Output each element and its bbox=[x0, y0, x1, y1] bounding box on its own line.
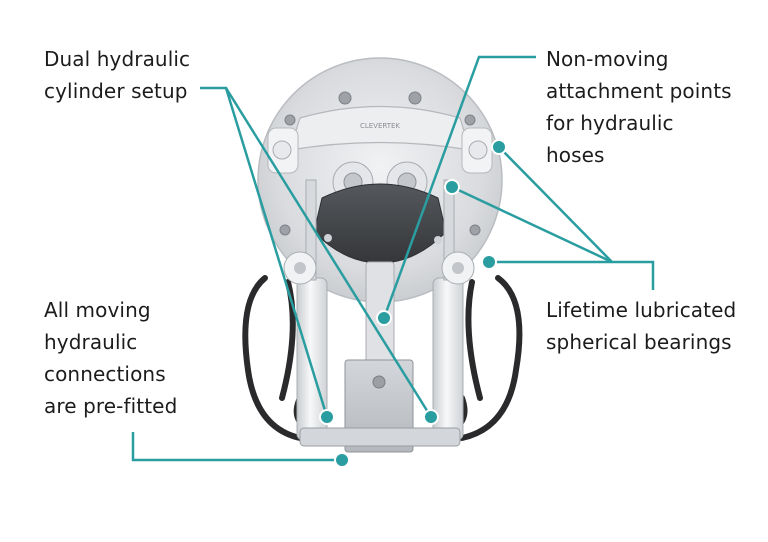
label-non-moving-attachment-points: Non-moving attachment points for hydraul… bbox=[546, 47, 732, 167]
manifold-bar bbox=[299, 427, 461, 447]
callout-dot-connections bbox=[334, 452, 350, 468]
label-all-moving-connections: All moving hydraulic connections are pre… bbox=[44, 298, 178, 418]
spherical-bearings bbox=[272, 140, 488, 285]
jaw-bolt-right bbox=[434, 236, 442, 244]
callout-line-lifetime-b bbox=[451, 185, 613, 264]
valve-port bbox=[372, 375, 386, 389]
jaw-bolt-left bbox=[324, 234, 332, 242]
label-dual-hydraulic-cylinder: Dual hydraulic cylinder setup bbox=[44, 47, 191, 103]
callout-dot-left-cylinder bbox=[319, 409, 335, 425]
callout-line-dual-b bbox=[224, 87, 433, 418]
callout-dots bbox=[319, 139, 507, 468]
callout-dot-bearing-top bbox=[491, 139, 507, 155]
gripper-jaw bbox=[313, 183, 447, 263]
brand-mark: CLEVERTEK bbox=[360, 122, 400, 130]
callout-line-lifetime bbox=[498, 146, 655, 290]
label-lifetime-lubricated-bearings: Lifetime lubricated spherical bearings bbox=[546, 298, 737, 354]
callout-dot-right-cylinder bbox=[423, 409, 439, 425]
callout-lines bbox=[131, 55, 655, 462]
callout-line-nonmoving bbox=[382, 55, 536, 319]
callout-dot-bearing-right bbox=[481, 254, 497, 270]
callout-dot-bearing-mid bbox=[444, 179, 460, 195]
callout-dot-attachment bbox=[376, 310, 392, 326]
callout-line-allmoving bbox=[131, 432, 342, 462]
